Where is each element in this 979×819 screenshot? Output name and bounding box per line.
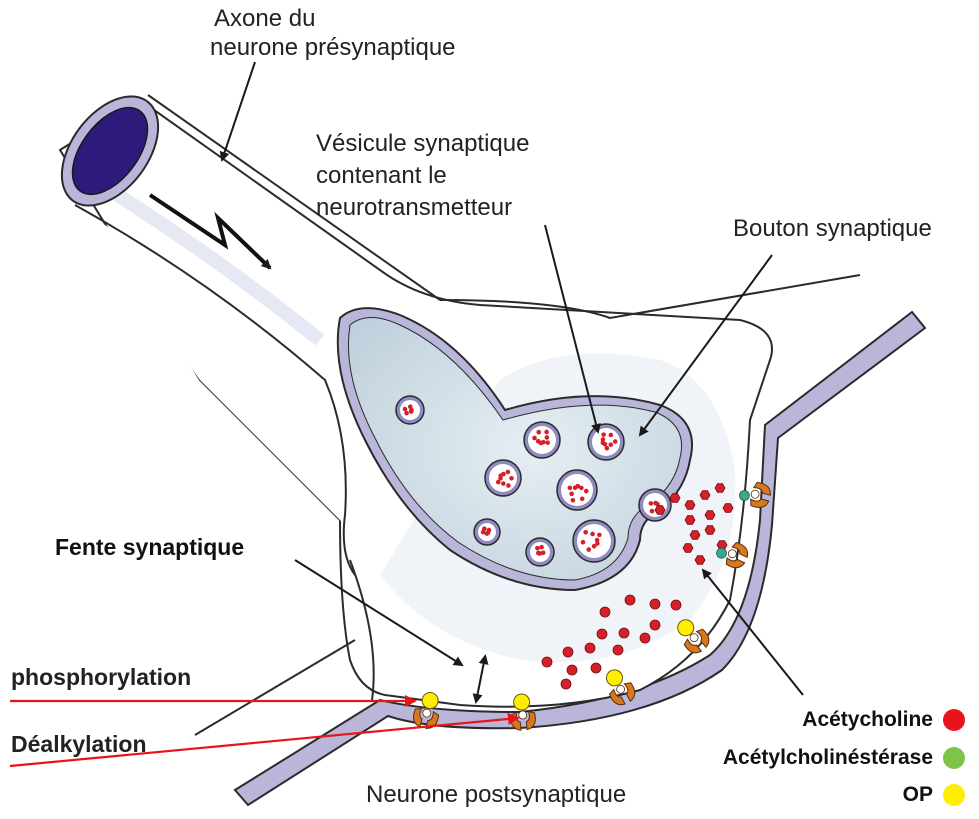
label-bouton: Bouton synaptique <box>733 214 932 243</box>
acetylcholine-molecule <box>625 595 635 605</box>
label-dealkylation: Déalkylation <box>11 731 147 758</box>
acetylcholine-molecule <box>723 504 733 513</box>
synaptic-vesicle <box>557 470 597 510</box>
synaptic-vesicle <box>474 519 500 545</box>
legend-item-op: OP <box>903 783 965 807</box>
label-axone-line1: Axone du <box>212 4 456 33</box>
acetylcholine-molecule <box>567 665 577 675</box>
legend-item-acetylcholine: Acétycholine <box>802 708 965 732</box>
legend-swatch-acetylcholine <box>943 709 965 731</box>
acetylcholine-molecule <box>705 511 715 520</box>
synaptic-vesicle <box>573 520 615 562</box>
synaptic-vesicle <box>485 460 521 496</box>
acetylcholine-molecule <box>613 645 623 655</box>
label-axone: Axone du neurone présynaptique <box>212 4 456 62</box>
acetylcholine-molecule <box>585 643 595 653</box>
acetylcholine-molecule <box>597 629 607 639</box>
acetylcholine-molecule <box>655 506 665 515</box>
acetylcholine-molecule <box>650 599 660 609</box>
leader-axone <box>222 62 255 160</box>
acetylcholine-molecule <box>542 657 552 667</box>
acetylcholine-molecule <box>619 628 629 638</box>
acetylcholine-molecule <box>695 556 705 565</box>
label-fente: Fente synaptique <box>55 534 244 561</box>
label-vesicule: Vésicule synaptique contenant le neurotr… <box>316 128 529 224</box>
label-vesicule-line2: contenant le <box>316 160 529 192</box>
label-vesicule-line3: neurotransmetteur <box>316 192 529 224</box>
acetylcholine-molecule <box>690 531 700 540</box>
legend-label-op: OP <box>903 783 933 807</box>
synaptic-vesicle <box>396 396 424 424</box>
acetylcholine-molecule <box>705 526 715 535</box>
acetylcholine-molecule <box>685 516 695 525</box>
legend-swatch-op <box>943 784 965 806</box>
synaptic-vesicle <box>639 489 671 521</box>
acetylcholine-molecule <box>685 501 695 510</box>
synaptic-vesicle <box>588 424 624 460</box>
acetylcholine-molecule <box>700 491 710 500</box>
synaptic-vesicle <box>526 538 554 566</box>
label-vesicule-line1: Vésicule synaptique <box>316 128 529 160</box>
label-phosphorylation: phosphorylation <box>11 664 191 691</box>
label-axone-line2: neurone présynaptique <box>210 33 456 62</box>
acetylcholine-molecule <box>600 607 610 617</box>
acetylcholine-molecule <box>671 600 681 610</box>
legend-item-acetylcholinesterase: Acétylcholinéstérase <box>723 746 965 770</box>
acetylcholine-molecule <box>561 679 571 689</box>
label-postsynaptique: Neurone postsynaptique <box>366 780 626 809</box>
synaptic-vesicle <box>524 422 560 458</box>
acetylcholine-molecule <box>683 544 693 553</box>
acetylcholine-molecule <box>591 663 601 673</box>
acetylcholine-molecule <box>640 633 650 643</box>
acetylcholine-molecule <box>670 494 680 503</box>
acetylcholine-molecule <box>650 620 660 630</box>
legend-label-acetylcholine: Acétycholine <box>802 708 933 732</box>
legend-swatch-acetylcholinesterase <box>943 747 965 769</box>
legend-label-acetylcholinesterase: Acétylcholinéstérase <box>723 746 933 770</box>
acetylcholine-molecule <box>563 647 573 657</box>
acetylcholine-molecule <box>715 484 725 493</box>
